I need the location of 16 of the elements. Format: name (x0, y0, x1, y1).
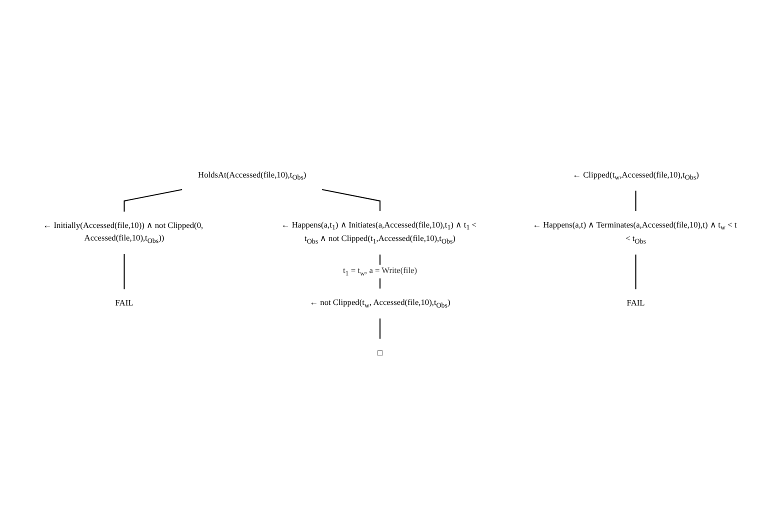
connector (124, 254, 125, 290)
node-text: □ (377, 348, 383, 358)
connector (124, 189, 182, 212)
connector (379, 318, 381, 340)
node-text: ← not Clipped(t$_{w}$, Accessed(file,10),t$_{Obs}$) (310, 298, 450, 310)
connector (635, 254, 636, 290)
node-text: ← Happens(a,t$_{1}$) ∧ Initiates(a,Accessed(file,10),t$_{1}$) ∧ t$_{1}$ < t$_{Obs}$ ∧ not Clipped(t$_{1}$,Accessed(file,10),t$_{Obs}$) (281, 221, 477, 246)
node-text: FAIL (115, 299, 134, 308)
connector (322, 189, 381, 212)
node-text: ← Clipped(t$_{w}$,Accessed(file,10),t$_{Obs}$) (572, 170, 699, 182)
connector (635, 190, 636, 212)
node-text: FAIL (626, 299, 645, 308)
edge-label: t$_{1}$ = t$_{w}$, a = Write(file) (342, 266, 418, 278)
node-text: HoldsAt(Accessed(file,10),t$_{Obs}$) (198, 170, 306, 182)
node-text: ← Happens(a,t) ∧ Terminates(a,Accessed(file,10),t) ∧ t$_{w}$ < t < t$_{Obs}$ (532, 221, 737, 246)
node-text: ← Initially(Accessed(file,10)) ∧ not Clipped(0, Accessed(file,10),t$_{Obs}$)) (43, 222, 204, 245)
